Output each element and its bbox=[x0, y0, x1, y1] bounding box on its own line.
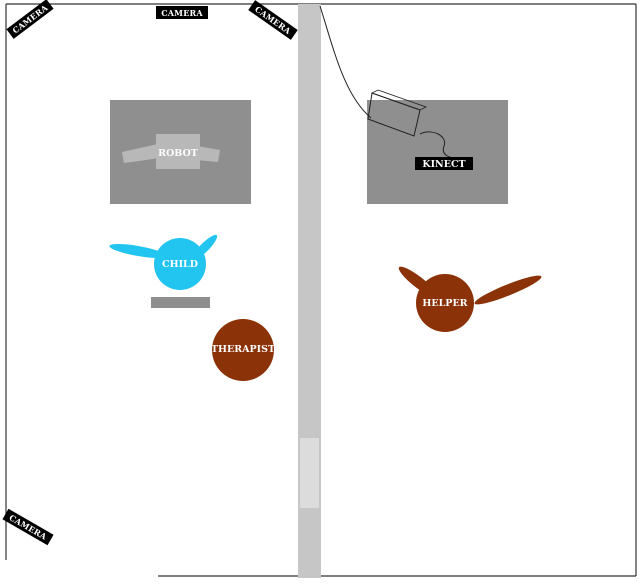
kinect-label-box: KINECT bbox=[415, 157, 473, 170]
child-bench bbox=[151, 297, 210, 308]
camera-bottom-left-label: CAMERA bbox=[7, 512, 49, 542]
camera-top-center-label: CAMERA bbox=[161, 8, 203, 18]
camera-top-left-label: CAMERA bbox=[10, 2, 50, 35]
partition-wall bbox=[298, 4, 321, 578]
camera-top-center: CAMERA bbox=[156, 6, 208, 19]
robot: ROBOT bbox=[122, 134, 220, 169]
camera-top-right: CAMERA bbox=[248, 0, 298, 40]
therapist-label: THERAPIST bbox=[211, 344, 275, 355]
kinect-sensor bbox=[367, 89, 428, 137]
camera-bottom-left: CAMERA bbox=[2, 508, 54, 546]
camera-top-right-label: CAMERA bbox=[253, 4, 293, 36]
child-label: CHILD bbox=[162, 259, 198, 270]
robot-label: ROBOT bbox=[158, 148, 198, 159]
child-figure: CHILD bbox=[109, 234, 218, 290]
therapist-figure: THERAPIST bbox=[211, 319, 275, 381]
camera-top-left: CAMERA bbox=[6, 0, 54, 39]
helper-figure: HELPER bbox=[398, 266, 542, 332]
kinect-table bbox=[367, 100, 508, 204]
kinect-label: KINECT bbox=[422, 159, 465, 170]
helper-label: HELPER bbox=[422, 298, 467, 309]
